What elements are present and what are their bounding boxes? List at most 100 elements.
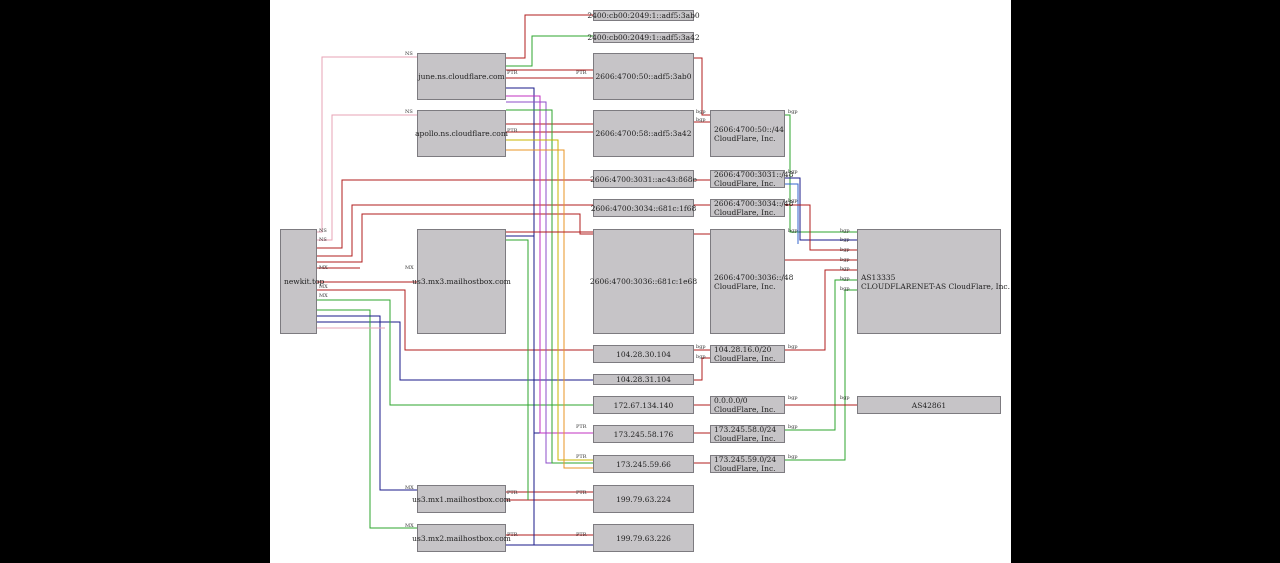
graph-edge-4	[317, 213, 593, 263]
node-ipv6-1[interactable]: 2400:cb00:2049:1::adf5:3a42	[587, 32, 700, 43]
edge-label-bgp-10: bgp	[840, 286, 850, 292]
graph-edge-23	[506, 139, 593, 461]
node-mx-mx2[interactable]: us3.mx2.mailhostbox.com	[412, 524, 511, 552]
graph-edge-22	[506, 109, 593, 464]
node-prefix-4-org: CloudFlare, Inc.	[714, 354, 776, 363]
node-ipv6-6[interactable]: 2606:4700:3036::681c:1e68	[589, 229, 698, 334]
graph-edge-42	[785, 114, 857, 233]
node-prefix-6-cidr: 173.245.58.0/24	[714, 425, 777, 434]
graph-edge-38	[694, 357, 710, 381]
node-ipv4-4[interactable]: 173.245.59.66	[593, 455, 694, 473]
node-ns-june[interactable]: june.ns.cloudflare.com	[417, 53, 506, 100]
edge-label-ns-1: NS	[405, 51, 413, 57]
edge-label-bgp-7: bgp	[840, 257, 850, 263]
graph-edge-45	[785, 204, 857, 251]
graph-edge-32	[694, 57, 710, 116]
edge-label-bgp-19: bgp	[696, 344, 706, 350]
node-prefix-2-org: CloudFlare, Inc.	[714, 208, 776, 217]
node-mx-mx1[interactable]: us3.mx1.mailhostbox.com	[412, 485, 511, 513]
edge-label-ptr-9: PTR	[576, 532, 587, 538]
edge-label-ptr-6: PTR	[576, 424, 587, 430]
node-prefix-6-org: CloudFlare, Inc.	[714, 434, 776, 443]
node-ipv6-2[interactable]: 2606:4700:50::adf5:3ab0	[593, 53, 694, 100]
dns-graph-canvas: newkit.top june.ns.cloudflare.com apollo…	[270, 0, 1011, 563]
node-ipv6-4-label: 2606:4700:3031::ac43:868e	[590, 174, 697, 184]
edge-label-bgp-20: bgp	[696, 354, 706, 360]
node-ipv6-0-label: 2400:cb00:2049:1::adf5:3ab0	[587, 11, 700, 20]
node-prefix-3-org: CloudFlare, Inc.	[714, 281, 776, 291]
edge-label-bgp-16: bgp	[788, 395, 798, 401]
node-ipv6-5-label: 2606:4700:3034::681c:1f68	[590, 203, 697, 213]
node-domain[interactable]: newkit.top	[280, 229, 324, 334]
edge-label-bgp-11: bgp	[840, 395, 850, 401]
graph-edge-48	[785, 279, 857, 431]
node-ipv4-5[interactable]: 199.79.63.224	[593, 485, 694, 513]
node-ipv4-2-label: 172.67.134.140	[613, 400, 674, 410]
node-ipv6-2-label: 2606:4700:50::adf5:3ab0	[595, 72, 692, 81]
edge-label-ptr-1: PTR	[507, 70, 518, 76]
node-ipv4-6[interactable]: 199.79.63.226	[593, 524, 694, 552]
edge-label-ptr-4: PTR	[507, 490, 518, 496]
node-ipv4-1[interactable]: 104.28.31.104	[593, 374, 694, 385]
graph-edge-30	[506, 235, 535, 545]
node-ipv6-3[interactable]: 2606:4700:58::adf5:3a42	[593, 110, 694, 157]
edge-label-ns-2: NS	[405, 109, 413, 115]
node-ipv4-2[interactable]: 172.67.134.140	[593, 396, 694, 414]
node-mx-mx3-label: us3.mx3.mailhostbox.com	[412, 277, 511, 286]
node-ipv6-4[interactable]: 2606:4700:3031::ac43:868e	[590, 170, 697, 188]
node-mx-mx3[interactable]: us3.mx3.mailhostbox.com	[412, 229, 511, 334]
edge-label-bgp-12: bgp	[788, 169, 798, 175]
graph-edge-8	[317, 321, 593, 381]
graph-edge-2	[317, 179, 593, 249]
edge-label-bgp-3: bgp	[788, 109, 798, 115]
graph-edges	[317, 14, 857, 546]
node-prefix-4-cidr: 104.28.16.0/20	[714, 345, 772, 354]
node-ipv6-0[interactable]: 2400:cb00:2049:1::adf5:3ab0	[587, 10, 700, 21]
node-ns-apollo[interactable]: apollo.ns.cloudflare.com	[415, 110, 508, 157]
node-ipv4-1-label: 104.28.31.104	[616, 375, 671, 384]
node-mx-mx1-label: us3.mx1.mailhostbox.com	[412, 494, 511, 504]
graph-edge-31	[506, 239, 529, 500]
node-prefix-1-cidr: 2606:4700:3031::/48	[714, 170, 794, 179]
edge-label-ptr-5: PTR	[507, 532, 518, 538]
node-asn-13335-org: CLOUDFLARENET-AS CloudFlare, Inc.	[861, 281, 1010, 291]
node-prefix-3-cidr: 2606:4700:3036::/48	[714, 272, 794, 282]
node-prefix-5-cidr: 0.0.0.0/0	[714, 396, 748, 405]
node-ipv4-0-label: 104.28.30.104	[616, 349, 671, 359]
node-ipv4-4-label: 173.245.59.66	[616, 459, 671, 469]
graph-edge-21	[506, 101, 593, 464]
edge-label-bgp-18: bgp	[788, 454, 798, 460]
edge-label-bgp-14: bgp	[788, 228, 798, 234]
node-ipv6-1-label: 2400:cb00:2049:1::adf5:3a42	[587, 33, 700, 42]
graph-edge-9	[317, 299, 593, 406]
node-ipv6-5[interactable]: 2606:4700:3034::681c:1f68	[590, 199, 697, 217]
edge-label-bgp-15: bgp	[788, 344, 798, 350]
edge-label-mx-5: MX	[405, 485, 414, 491]
graph-edge-20	[506, 95, 593, 434]
node-ns-apollo-label: apollo.ns.cloudflare.com	[415, 129, 508, 138]
graph-edge-11	[317, 315, 417, 491]
node-asn-42861-number: AS42861	[911, 400, 947, 410]
node-prefix-2-cidr: 2606:4700:3034::/48	[714, 199, 794, 208]
node-asn-42861[interactable]: AS42861	[857, 396, 1001, 414]
node-ipv4-0[interactable]: 104.28.30.104	[593, 345, 694, 363]
node-ipv4-6-label: 199.79.63.226	[616, 533, 671, 543]
graph-edge-1	[317, 114, 417, 241]
graph-edge-24	[506, 149, 593, 469]
node-ipv4-3[interactable]: 173.245.58.176	[593, 425, 694, 443]
node-ipv6-6-label: 2606:4700:3036::681c:1e68	[589, 277, 698, 286]
edge-label-bgp-6: bgp	[840, 247, 850, 253]
edge-label-bgp-17: bgp	[788, 424, 798, 430]
edge-label-bgp-2: bgp	[696, 117, 706, 123]
node-ipv4-3-label: 173.245.58.176	[613, 429, 674, 439]
edge-label-ns-3: NS	[319, 228, 327, 234]
